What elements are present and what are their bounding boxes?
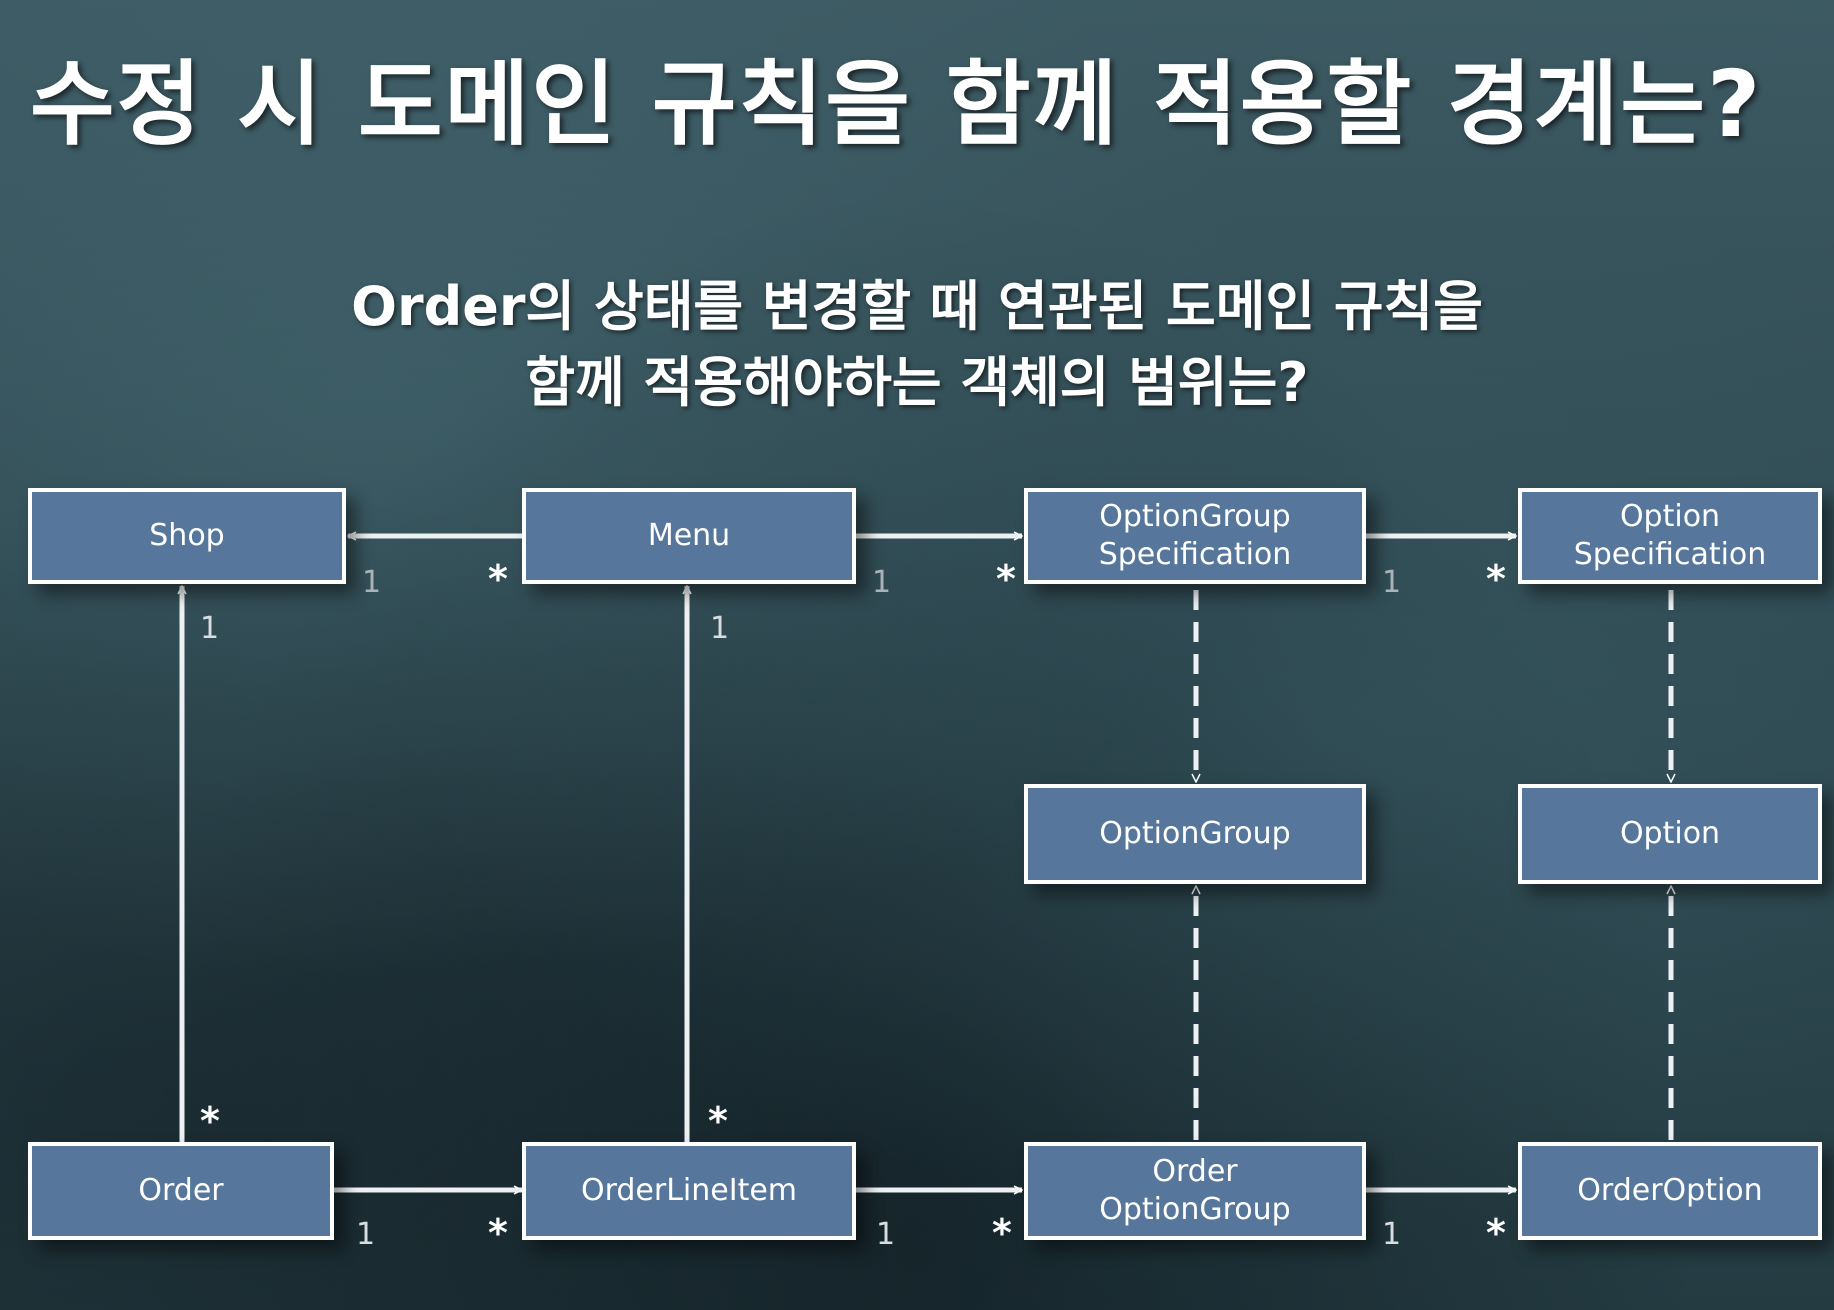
class-box-option-specification: Option Specification [1518, 488, 1822, 584]
class-box-shop: Shop [28, 488, 346, 584]
class-box-option: Option [1518, 784, 1822, 884]
multiplicity-label: * [992, 1211, 1012, 1255]
multiplicity-label: 1 [362, 565, 382, 600]
multiplicity-label: 1 [1382, 565, 1402, 600]
class-name: Shop [149, 518, 225, 553]
class-name-line-1: Order [1152, 1154, 1238, 1189]
multiplicity-label: 1 [356, 1217, 376, 1252]
class-box-order-option: OrderOption [1518, 1142, 1822, 1240]
slide-subtitle-line-1: Order의 상태를 변경할 때 연관된 도메인 규칙을 [351, 275, 1483, 338]
class-name-line-2: Specification [1098, 537, 1292, 572]
class-name-line-2: OptionGroup [1099, 1192, 1291, 1227]
multiplicity-label: * [488, 1211, 508, 1255]
multiplicity-label: 1 [710, 611, 730, 646]
multiplicity-label: 1 [200, 611, 220, 646]
class-name-line-1: OptionGroup [1099, 499, 1291, 534]
class-box-order-line-item: OrderLineItem [522, 1142, 856, 1240]
class-box-menu: Menu [522, 488, 856, 584]
class-name: OptionGroup [1099, 816, 1291, 851]
class-name: OrderOption [1577, 1173, 1763, 1208]
class-box-order-option-group: Order OptionGroup [1024, 1142, 1366, 1240]
class-box-option-group: OptionGroup [1024, 784, 1366, 884]
class-name: Option [1619, 816, 1721, 851]
slide-title: 수정 시 도메인 규칙을 함께 적용할 경계는? [30, 51, 1763, 158]
multiplicity-label: 1 [872, 565, 892, 600]
class-box-order: Order [28, 1142, 334, 1240]
multiplicity-label: * [1486, 1211, 1506, 1255]
multiplicity-label: * [488, 557, 508, 601]
class-name: Order [138, 1173, 224, 1208]
slide-subtitle-line-2: 함께 적용해야하는 객체의 범위는? [525, 351, 1309, 414]
multiplicity-label: 1 [876, 1217, 896, 1252]
class-box-option-group-specification: OptionGroup Specification [1024, 488, 1366, 584]
multiplicity-label: 1 [1382, 1217, 1402, 1252]
multiplicity-label: * [1486, 557, 1506, 601]
class-name-line-2: Specification [1573, 537, 1767, 572]
multiplicity-label: * [996, 557, 1016, 601]
class-name: OrderLineItem [580, 1173, 798, 1208]
class-name-line-1: Option [1619, 499, 1721, 534]
multiplicity-label: * [708, 1099, 728, 1143]
multiplicity-label: * [200, 1099, 220, 1143]
class-name: Menu [647, 518, 731, 553]
